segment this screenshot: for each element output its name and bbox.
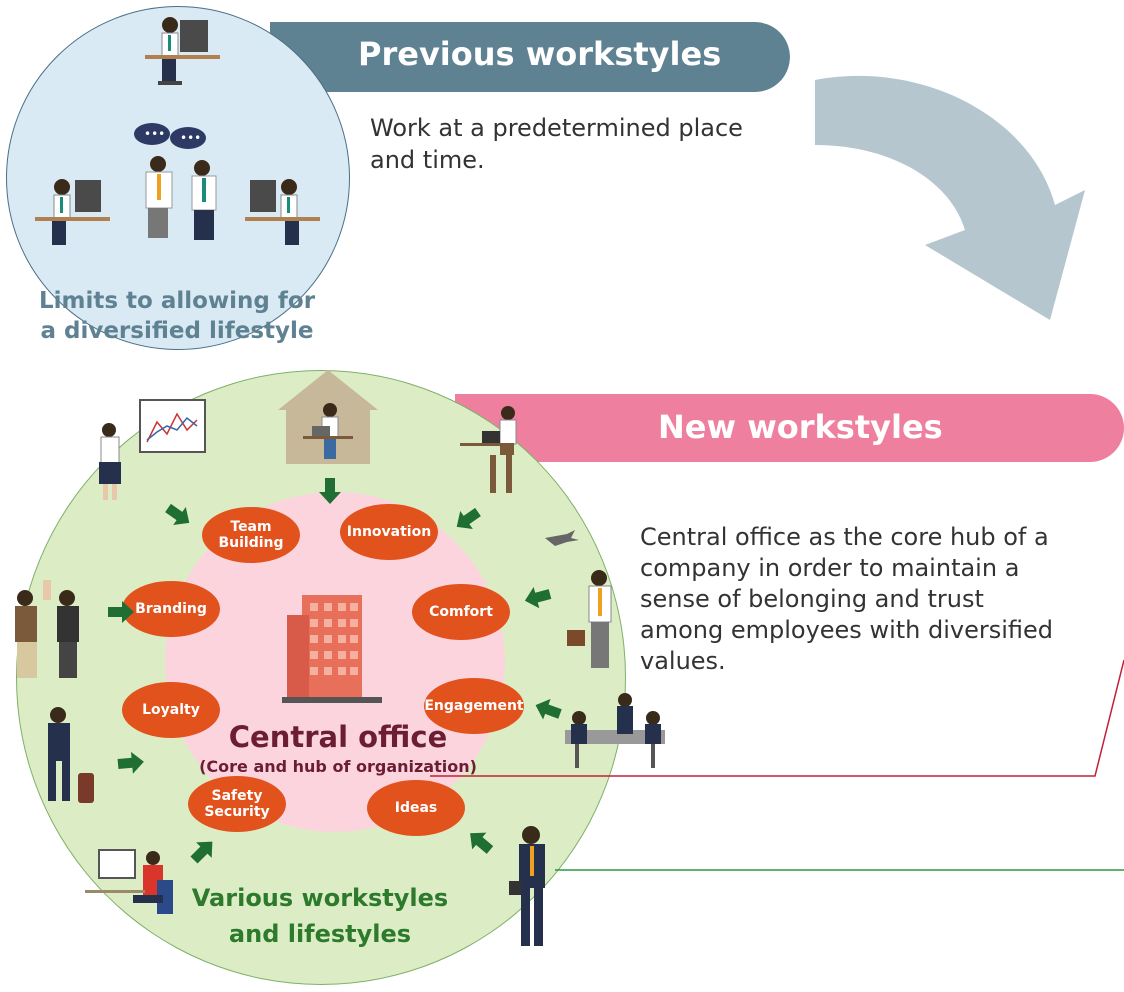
previous-workstyles-banner: [270, 22, 790, 92]
computer-worker-icon: [85, 849, 173, 914]
arrow-icon: [165, 503, 190, 526]
suitcase-traveller-icon: [48, 707, 94, 803]
new-workstyles-title: New workstyles: [658, 408, 943, 446]
traveller-icon: [545, 530, 612, 668]
arrow-icon: [108, 601, 134, 623]
desk-worker-icon: [245, 179, 320, 245]
transition-arrow-icon: [815, 75, 1085, 320]
previous-workstyles-circle: [6, 6, 350, 350]
svg-text:•••: •••: [180, 131, 201, 145]
meeting-icon: [565, 693, 665, 768]
talking-pair-icon: ••• •••: [134, 123, 217, 240]
presenter-icon: [99, 399, 206, 500]
arrow-icon: [117, 751, 144, 774]
value-loyalty: Loyalty: [122, 682, 220, 738]
value-engagement: Engagement: [424, 678, 524, 734]
home-worker-icon: [278, 370, 378, 464]
desk-worker-icon: [35, 179, 110, 245]
value-branding: Branding: [122, 581, 220, 637]
previous-workstyles-description: Work at a predetermined place and time.: [370, 114, 743, 174]
businessman-icon: [509, 826, 545, 946]
arrow-icon: [456, 507, 481, 530]
svg-text:•••: •••: [144, 127, 165, 141]
arrow-icon: [470, 832, 494, 854]
value-innovation: Innovation: [340, 504, 438, 560]
arrow-icon: [524, 586, 552, 609]
new-workstyles-description: Central office as the core hub of a comp…: [640, 523, 1054, 675]
laptop-worker-icon: [460, 406, 517, 493]
previous-workstyles-title: Previous workstyles: [358, 35, 722, 73]
value-comfort: Comfort: [412, 584, 510, 640]
arrow-icon: [190, 841, 213, 864]
arrow-icon: [535, 698, 562, 720]
high-five-icon: [15, 580, 79, 678]
central-office-title: Central office: [228, 720, 448, 754]
office-building-icon: [282, 595, 382, 703]
various-workstyles-caption: Various workstyles and lifestyles: [191, 884, 449, 948]
new-workstyles-banner: [455, 394, 1124, 462]
lifestyle-people-illustrations: [15, 370, 665, 946]
central-office-subtitle: (Core and hub of organization): [199, 757, 477, 776]
previous-office-illustration: ••• •••: [35, 17, 320, 245]
arrow-icon: [319, 478, 341, 504]
value-ideas: Ideas: [367, 780, 465, 836]
limits-caption: Limits to allowing for a diversified lif…: [38, 288, 316, 344]
desk-worker-icon: [145, 17, 220, 85]
